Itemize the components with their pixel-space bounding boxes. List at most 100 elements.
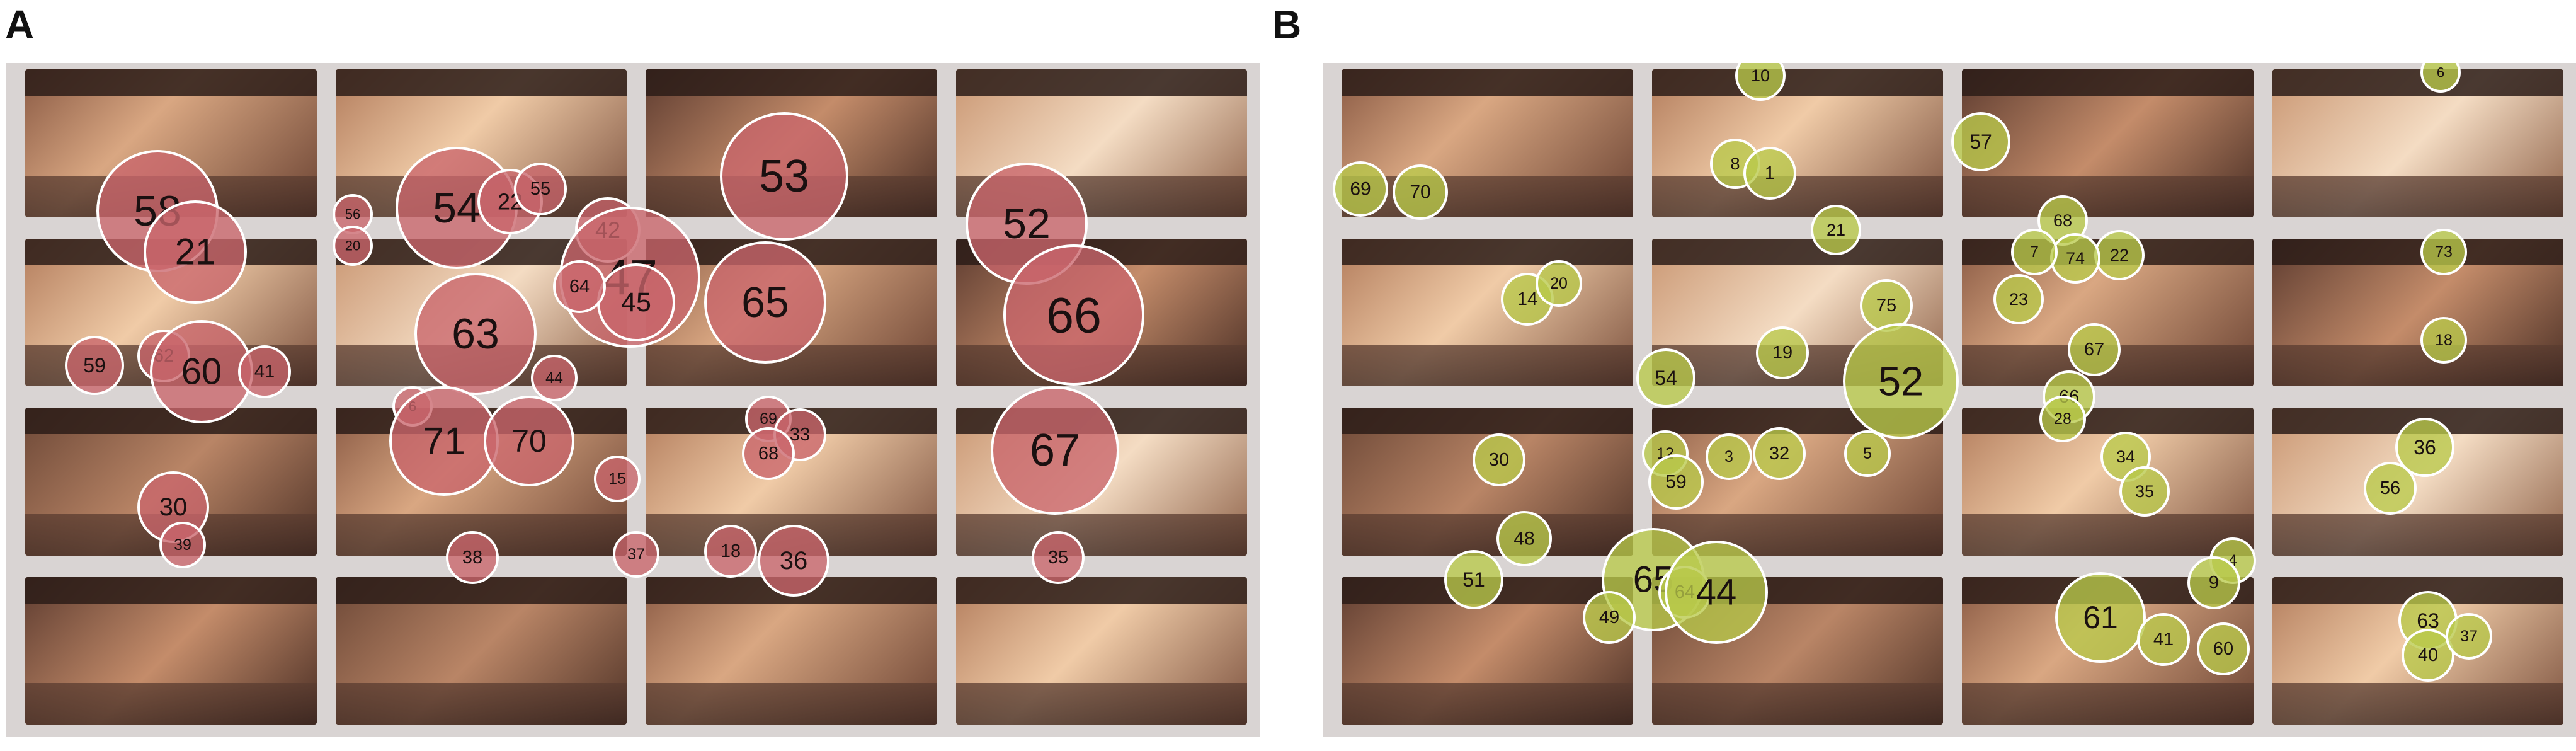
panel-a-fixation-53: 53 bbox=[720, 112, 848, 241]
panel-b-fixation-label: 22 bbox=[2110, 246, 2129, 265]
panel-a-fixation-circle bbox=[159, 522, 206, 568]
panel-a-fixation-circle bbox=[720, 112, 848, 241]
panel-b-fixation-label: 57 bbox=[1969, 130, 1992, 153]
panel-b-fixation-67: 67 bbox=[2068, 323, 2121, 376]
panel-b-fixation-circle bbox=[1706, 433, 1752, 480]
panel-b-fixation-73: 73 bbox=[2420, 229, 2467, 275]
gallery-photo bbox=[646, 576, 937, 725]
panel-b-fixation-label: 75 bbox=[1876, 295, 1896, 316]
panel-a-fixation-67: 67 bbox=[991, 386, 1119, 515]
panel-a-fixation-label: 69 bbox=[760, 410, 777, 428]
panel-a-fixation-label: 55 bbox=[530, 179, 550, 199]
panel-a-fixation-59: 59 bbox=[65, 336, 124, 395]
panel-a-fixation-66: 66 bbox=[1003, 244, 1144, 386]
panel-b-fixation-label: 69 bbox=[1350, 179, 1371, 200]
panel-b-fixation-21: 21 bbox=[1811, 205, 1861, 255]
panel-b-fixation-circle bbox=[2402, 629, 2454, 682]
panel-a-fixation-15: 15 bbox=[594, 456, 641, 502]
panel-b-fixation-circle bbox=[2068, 323, 2121, 376]
panel-b-fixation-circle bbox=[2395, 418, 2454, 477]
gallery-photo bbox=[1342, 408, 1633, 556]
panel-b-fixation-circle bbox=[1756, 326, 1809, 379]
panel-b-fixation-circle bbox=[1444, 550, 1503, 609]
panel-b-fixation-label: 3 bbox=[1724, 448, 1733, 466]
panel-b-fixation-circle bbox=[1393, 164, 1448, 220]
panel-b-fixation-label: 21 bbox=[1827, 221, 1845, 239]
panel-a-fixation-circle bbox=[333, 226, 373, 266]
gallery-photo bbox=[646, 69, 937, 217]
gallery-photo bbox=[1962, 408, 2254, 556]
panel-a-fixation-71: 71 bbox=[389, 386, 499, 496]
panel-b-fixation-label: 30 bbox=[1489, 450, 1509, 470]
panel-b-fixation-label: 5 bbox=[1863, 445, 1872, 462]
panel-a-fixation-20: 20 bbox=[333, 226, 373, 266]
panel-b-fixation-circle bbox=[2119, 466, 2170, 517]
panel-b-fixation-circle bbox=[2055, 572, 2146, 663]
panel-a-fixation-label: 53 bbox=[759, 151, 809, 202]
panel-a-fixation-37: 37 bbox=[613, 531, 659, 578]
panel-a-fixation-label: 63 bbox=[452, 310, 499, 358]
panel-b-fixation-circle bbox=[1843, 323, 1959, 439]
panel-b-fixation-label: 23 bbox=[2009, 290, 2028, 309]
fixation-overlay-a: 5821562054225553524247456566596260416364… bbox=[65, 112, 1144, 597]
panel-b-fixation-label: 14 bbox=[1517, 289, 1537, 309]
gallery-photo bbox=[1342, 238, 1633, 386]
panel-b-fixation-49: 49 bbox=[1583, 591, 1636, 644]
panel-b-fixation-51: 51 bbox=[1444, 550, 1503, 609]
panel-b-fixation-circle bbox=[1536, 260, 1582, 307]
panel-b-fixation-label: 18 bbox=[2435, 331, 2453, 349]
panel-a-fixation-label: 15 bbox=[608, 470, 626, 488]
panel-b-fixation-circle bbox=[2039, 396, 2086, 442]
panel-a-fixation-circle bbox=[531, 355, 578, 401]
panel-b-fixation-circle bbox=[1333, 161, 1388, 217]
panel-b-fixation-57: 57 bbox=[1951, 112, 2010, 171]
panel-b-fixation-label: 49 bbox=[1599, 607, 1619, 628]
panel-b-fixation-circle bbox=[1496, 511, 1552, 566]
panel-a-fixation-circle bbox=[484, 396, 574, 486]
panel-a-fixation-circle bbox=[991, 386, 1119, 515]
panel-a-fixation-label: 38 bbox=[462, 547, 482, 568]
panel-b-fixation-label: 56 bbox=[2380, 478, 2400, 498]
panel-a-fixation-65: 65 bbox=[704, 241, 826, 364]
panel-b-fixation-label: 70 bbox=[1410, 182, 1430, 203]
panel-a-fixation-label: 66 bbox=[1046, 287, 1102, 343]
panel-b-fixation-circle bbox=[1665, 541, 1768, 644]
panel-b-fixation-6: 6 bbox=[2420, 63, 2461, 93]
panel-a-fixation-44: 44 bbox=[531, 355, 578, 401]
panel-b-fixation-label: 19 bbox=[1772, 343, 1792, 363]
panel-a-fixation-64: 64 bbox=[553, 260, 606, 313]
panel-a-fixation-circle bbox=[758, 525, 829, 597]
panel-b-fixation-label: 40 bbox=[2418, 645, 2438, 665]
panel-b-fixation-label: 9 bbox=[2209, 573, 2219, 593]
panel-b-fixation-32: 32 bbox=[1753, 427, 1806, 480]
panel-a-fixation-label: 67 bbox=[1030, 425, 1080, 476]
panel-b-fixation-label: 41 bbox=[2153, 629, 2174, 650]
panel-a-fixation-63: 63 bbox=[414, 273, 537, 395]
panel-b-fixation-circle bbox=[1951, 112, 2010, 171]
gallery-photo bbox=[1651, 69, 1943, 217]
panel-b-fixation-10: 10 bbox=[1735, 63, 1786, 101]
panel-b-fixation-circle bbox=[1743, 147, 1796, 200]
panel-a-fixation-label: 33 bbox=[790, 425, 810, 445]
panel-b-fixation-52: 52 bbox=[1843, 323, 1959, 439]
panel-b-fixation-56: 56 bbox=[2364, 462, 2417, 515]
panel-a-fixation-circle bbox=[238, 345, 291, 398]
panel-b-fixation-54: 54 bbox=[1636, 348, 1695, 408]
panel-b-letter: B bbox=[1272, 2, 1302, 47]
panel-b-fixation-label: 7 bbox=[2030, 243, 2039, 261]
panel-a-fixation-18: 18 bbox=[704, 525, 757, 578]
panel-b-fixation-36: 36 bbox=[2395, 418, 2454, 477]
panel-a-fixation-label: 64 bbox=[569, 277, 590, 297]
panel-b-fixation-label: 54 bbox=[1655, 367, 1677, 389]
panel-a-fixation-label: 41 bbox=[254, 362, 275, 382]
panel-b-fixation-label: 51 bbox=[1462, 568, 1485, 591]
panel-a-fixation-label: 39 bbox=[174, 536, 191, 554]
panel-b-fixation-circle bbox=[2420, 63, 2461, 93]
panel-a-fixation-70: 70 bbox=[484, 396, 574, 486]
panel-a-fixation-label: 35 bbox=[1048, 547, 1068, 568]
gallery-photo bbox=[1342, 69, 1633, 217]
panel-b-fixation-70: 70 bbox=[1393, 164, 1448, 220]
gallery-photo bbox=[2272, 238, 2563, 386]
panel-a-fixation-circle bbox=[594, 456, 641, 502]
panel-a-fixation-circle bbox=[742, 427, 795, 480]
